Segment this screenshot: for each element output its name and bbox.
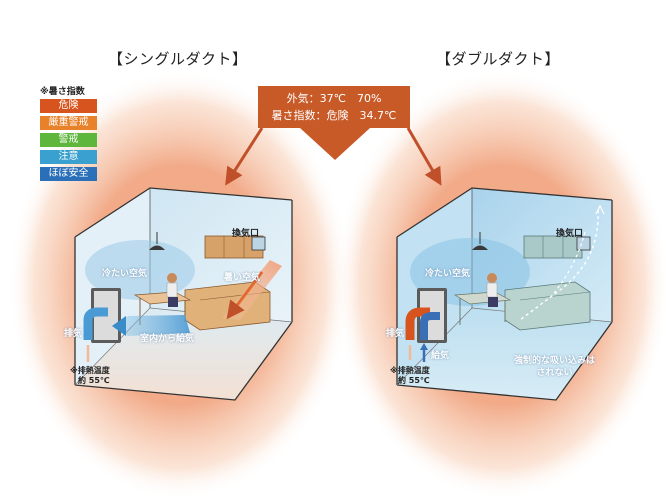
left-exhaust-temp: ※排熱温度 約 55℃	[70, 366, 110, 386]
right-exhaust-temp-heading: ※排熱温度	[390, 366, 430, 375]
right-cold-air-label: 冷たい空気	[425, 269, 471, 279]
legend-item-almost-safe: ほぼ安全	[40, 167, 97, 181]
legend-item-danger: 危険	[40, 99, 97, 113]
legend-item-severe-warning: 厳重警戒	[40, 116, 97, 130]
left-room	[74, 187, 293, 401]
left-vent-label: 換気口	[232, 229, 260, 239]
heat-index-legend: ※暑さ指数 危険 厳重警戒 警戒 注意 ほぼ安全	[40, 84, 102, 181]
left-intake-from-room-label: 室内から給気	[140, 334, 195, 344]
right-intake-label: 給気	[431, 351, 450, 361]
right-vent-label: 換気口	[556, 229, 584, 239]
left-cold-air-label: 冷たい空気	[102, 269, 148, 279]
left-exhaust-temp-value: 約 55℃	[78, 376, 110, 385]
right-room	[396, 187, 613, 401]
outdoor-temp-humidity: 外気：37℃ 70%	[286, 92, 382, 105]
left-hot-air-label: 暑い空気	[224, 273, 261, 283]
outdoor-conditions-box: 外気：37℃ 70% 暑さ指数：危険 34.7℃	[258, 86, 410, 128]
left-exhaust-label: 排気	[64, 329, 83, 339]
left-diagram-title: 【シングルダクト】	[108, 50, 248, 68]
right-exhaust-temp: ※排熱温度 約 55℃	[390, 366, 430, 386]
legend-item-caution: 注意	[40, 150, 97, 164]
no-suction-line-2: されない	[536, 368, 573, 378]
legend-item-warning: 警戒	[40, 133, 97, 147]
legend-heading: ※暑さ指数	[40, 87, 85, 97]
right-diagram-title: 【ダブルダクト】	[436, 50, 561, 68]
right-exhaust-label: 排気	[386, 329, 405, 339]
right-exhaust-temp-value: 約 55℃	[398, 376, 430, 385]
left-exhaust-temp-heading: ※排熱温度	[70, 366, 110, 375]
no-suction-line-1: 強制的な吸い込みは	[514, 356, 596, 366]
heat-index-value: 暑さ指数：危険 34.7℃	[271, 109, 397, 122]
right-no-forced-suction-note: 強制的な吸い込みは されない	[514, 355, 595, 379]
